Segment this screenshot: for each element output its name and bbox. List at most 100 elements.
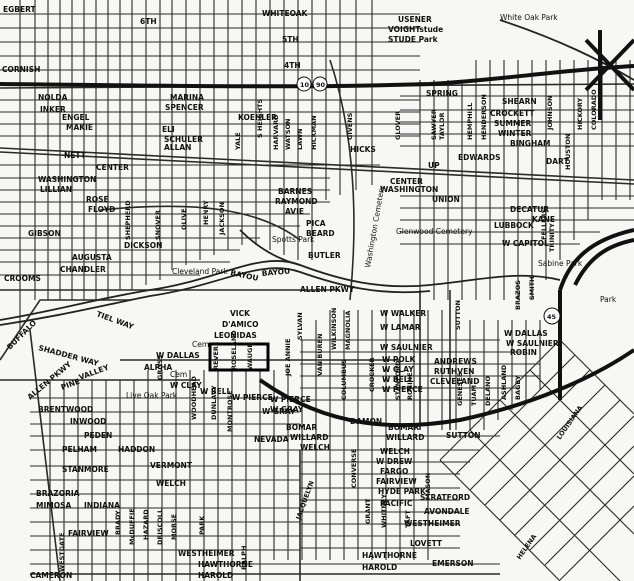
label-eli: ELI [162, 125, 175, 134]
label-houston: HOUSTON [564, 134, 572, 170]
label-pierce: W PIERCE [382, 385, 423, 394]
label-sylvan: SYLVAN [296, 312, 304, 340]
label-harvard: HARVARD [272, 114, 280, 150]
street-labels-horizontal: EGBERT 6TH WHITEOAK USENER VOIGHTstude S… [2, 5, 569, 580]
label-voight: VOIGHTstude [388, 25, 443, 34]
label-summer: SUMMER [494, 119, 532, 128]
label-union: UNION [432, 195, 460, 204]
label-crocker: CROCKER [368, 357, 376, 392]
label-park: PARK [198, 515, 206, 535]
label-w-dallas2: W DALLAS [156, 351, 200, 360]
label-allan: ALLAN [164, 143, 191, 152]
label-inker: INKER [40, 105, 66, 114]
label-white-oak-park: White Oak Park [500, 13, 558, 22]
label-jacquelyn: JACQUELYN [294, 480, 316, 522]
label-bomar: BOMAR [286, 423, 317, 432]
label-hicks: HICKS [350, 145, 376, 154]
label-watson: WATSON [284, 119, 292, 150]
label-haddon: HADDON [118, 445, 155, 454]
shield-i10[interactable]: 10 [296, 76, 312, 92]
label-bomar2: BOMAR [388, 423, 419, 432]
label-nolda: NOLDA [38, 93, 68, 102]
label-johnson: JOHNSON [546, 96, 554, 131]
label-rose: ROSE [86, 195, 109, 204]
label-w-clay2: W CLAY [170, 381, 202, 390]
label-w-drew: W DREW [376, 457, 413, 466]
label-genesee: GENESEE [456, 373, 464, 406]
label-usener: USENER [398, 15, 432, 24]
highlight-box[interactable] [208, 342, 270, 372]
label-columbus: COLUMBUS [340, 359, 348, 400]
label-smith: SMITH [528, 277, 536, 300]
label-willard: WILLARD [290, 433, 328, 442]
label-hickman: HICKMAN [310, 115, 318, 150]
label-harold: HAROLD [198, 571, 233, 580]
label-clay: W CLAY [382, 365, 414, 374]
label-avie: AVIE [285, 207, 304, 216]
shield-us90[interactable]: 90 [312, 76, 328, 92]
label-indiana: INDIANA [84, 501, 120, 510]
label-w-bell2: W BELL [200, 387, 232, 396]
label-w-dallas: W DALLAS [504, 329, 548, 338]
label-ralph: RALPH [240, 546, 248, 570]
label-stratford: STRATFORD [420, 493, 470, 502]
label-dart: DART [546, 157, 569, 166]
label-westheimer2: WESTHEIMER [404, 519, 461, 528]
label-brazoria: BRAZORIA [36, 489, 80, 498]
label-polk: W POLK [382, 355, 417, 364]
label-augusta: AUGUSTA [72, 253, 112, 262]
label-damon: DAMON [350, 417, 382, 426]
label-fairview: FAIRVIEW [68, 529, 109, 538]
label-stude: STUDE Park [388, 35, 439, 44]
minor-streets-vertical [19, 0, 631, 581]
label-glenwood: Glenwood Cemetery [396, 227, 473, 236]
label-hawthorne2: HAWTHORNE [362, 551, 417, 560]
label-6th: 6TH [140, 17, 157, 26]
label-hemphill: HEMPHILL [466, 103, 474, 140]
label-trinity: TRINITY [548, 223, 556, 252]
label-shearn: SHEARN [502, 97, 537, 106]
label-chandler: CHANDLER [60, 265, 106, 274]
label-cornish: CORNISH [2, 65, 40, 74]
label-bagby: BAGBY [514, 375, 522, 400]
label-fargo: FARGO [380, 467, 408, 476]
label-cem2: Cem [170, 370, 187, 379]
label-taft: TAFT [404, 510, 412, 528]
railroads [0, 59, 634, 301]
label-westheimer: WESTHEIMER [178, 549, 235, 558]
label-colorado: COLORADO [590, 89, 598, 130]
label-avondale: AVONDALE [424, 507, 470, 516]
label-cameron: CAMERON [30, 571, 72, 580]
label-brazos: BRAZOS [514, 280, 522, 310]
label-leonidas: LEONIDAS [214, 331, 257, 340]
label-engel: ENGEL [62, 113, 90, 122]
label-montrose-l: MONTROSE [226, 390, 234, 432]
label-westgate: WESTGATE [58, 533, 66, 572]
label-welch: WELCH [156, 479, 186, 488]
label-waugh: WAUGH [246, 342, 254, 370]
label-lillian: LILLIAN [40, 185, 72, 194]
label-w-pierce3: W PIERCE [232, 393, 273, 402]
label-magnolia: MAGNOLIA [344, 311, 352, 350]
label-spencer: SPENCER [165, 103, 204, 112]
label-tiel: TIEL WAY [95, 309, 135, 331]
label-mason: MASON [424, 473, 432, 500]
svg-text:45: 45 [547, 313, 557, 321]
label-schuler: SCHULER [164, 135, 203, 144]
label-koehler: KOEHLER [238, 113, 277, 122]
label-taylor: TAYLOR [438, 113, 446, 141]
minor-streets-horizontal [0, 13, 634, 565]
label-w-gray: W GRAY [270, 405, 304, 414]
label-center: CENTER [96, 163, 129, 172]
label-grant: GRANT [364, 498, 372, 524]
label-hickory: HICKORY [576, 97, 584, 130]
label-morse: MORSE [170, 514, 178, 540]
shield-i45[interactable]: 45 [543, 307, 561, 325]
label-vanburen: VAN BUREN [316, 334, 324, 376]
label-alpha: ALPHA [144, 363, 172, 372]
label-harold2: HAROLD [362, 563, 397, 572]
label-washington-cem: Washington Cemetery [363, 184, 386, 268]
label-w-lamar: W LAMAR [380, 323, 421, 332]
label-pacific: PACIFIC [380, 499, 413, 508]
